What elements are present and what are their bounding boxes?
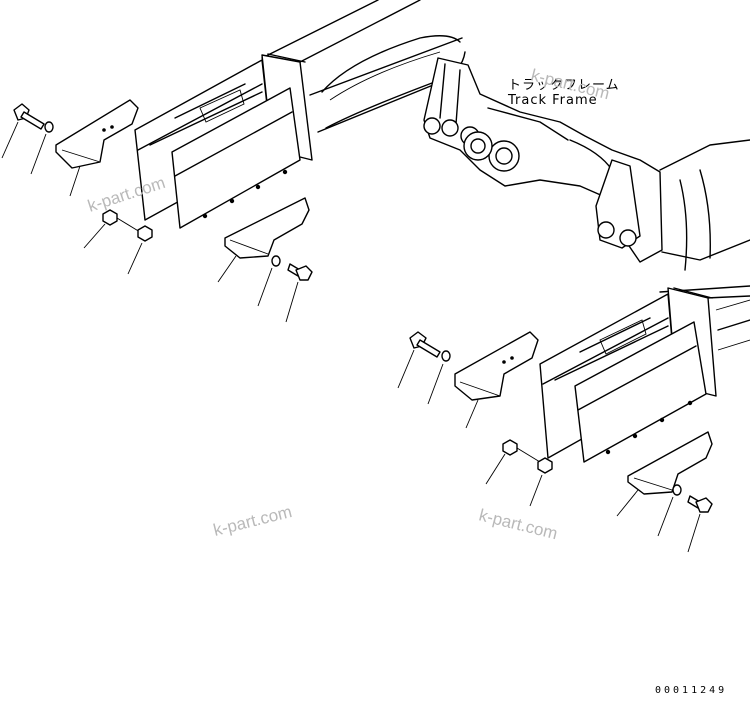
- bracket-plate-upper-left-lower: [217, 197, 310, 283]
- leader-plate-upper-left: [69, 165, 81, 197]
- bolt-upper-left-lower: [285, 263, 313, 323]
- washer-lower-right-lower: [657, 484, 682, 537]
- nut-upper-left-b: [127, 225, 153, 275]
- washer-upper-left: [30, 121, 54, 175]
- bolt-lower-right: [397, 331, 441, 389]
- nut-lower-right-a: [485, 439, 541, 485]
- watermark-3: k-part.com: [211, 502, 294, 540]
- bracket-plate-lower-right-lower: [616, 431, 713, 517]
- bracket-plate-upper-left: [55, 99, 139, 169]
- washer-lower-right: [427, 350, 451, 405]
- bolt-upper-left: [1, 103, 45, 159]
- nut-upper-left-a: [83, 209, 141, 249]
- track-frame-center: [423, 57, 750, 271]
- upper-left-frame-arm: [134, 0, 471, 229]
- bracket-plate-lower-right: [454, 331, 539, 429]
- label-track-frame-en: Track Frame: [507, 93, 598, 108]
- nut-lower-right-b: [529, 457, 553, 507]
- bolt-lower-right-lower: [687, 495, 713, 553]
- lower-right-frame-arm: [539, 285, 750, 463]
- label-track-frame-jp: トラックフレーム: [508, 78, 620, 93]
- watermark-4: k-part.com: [477, 505, 560, 543]
- washer-upper-left-lower: [257, 255, 281, 307]
- drawing-code: 00011249: [655, 685, 727, 696]
